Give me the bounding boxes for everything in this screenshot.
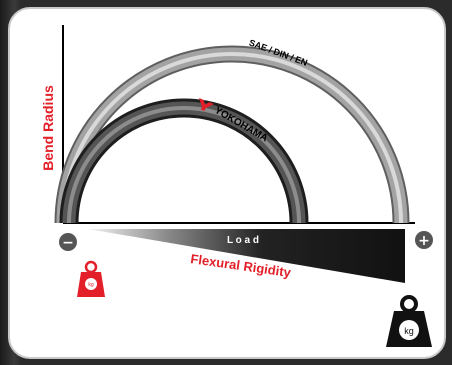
light-weight-icon: kg [77,262,105,297]
plus-icon: + [415,231,433,249]
svg-text:kg: kg [404,326,414,336]
y-axis-label: Bend Radius [40,85,56,171]
bend-radius-diagram: Bend Radius SAE / DIN / EN YOKOHAMA L o … [8,7,446,359]
svg-text:−: − [62,235,74,251]
minus-icon: − [59,233,77,251]
heavy-weight-icon: kg [386,297,432,347]
load-label: L o a d [227,235,259,246]
diagram-panel: Bend Radius SAE / DIN / EN YOKOHAMA L o … [8,7,446,359]
svg-text:kg: kg [88,282,94,288]
inner-arc-brand: YOKOHAMA [213,105,270,144]
svg-text:+: + [418,233,430,249]
